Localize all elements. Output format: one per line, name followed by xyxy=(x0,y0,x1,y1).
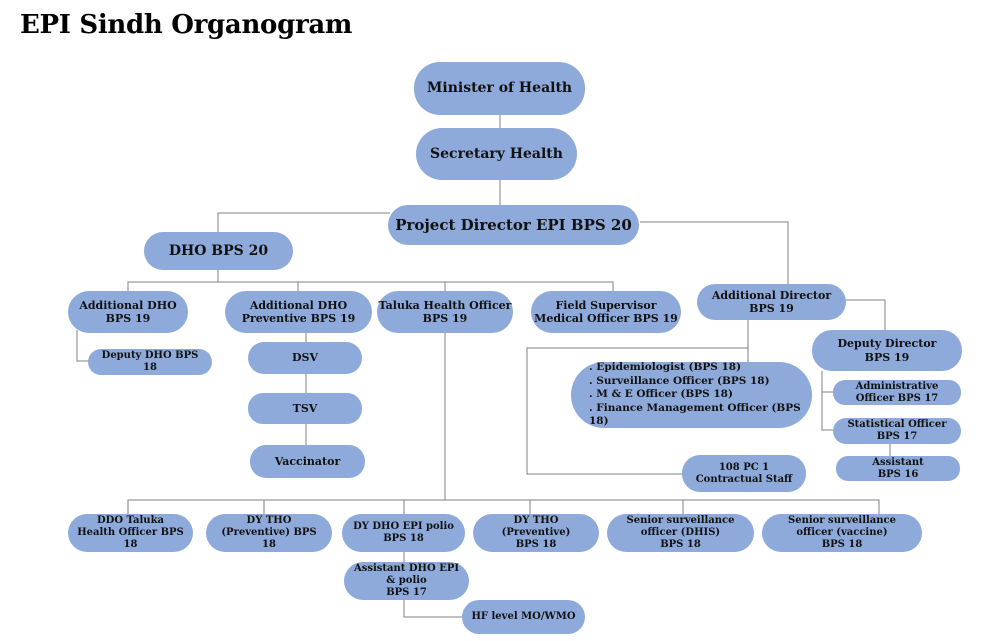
specialist-me-officer: . M & E Officer (BPS 18) xyxy=(589,388,733,401)
tsv-node: TSV xyxy=(248,393,362,424)
specialist-surveillance-officer: . Surveillance Officer (BPS 18) xyxy=(589,374,770,387)
senior-surveillance-vaccine-node: Senior surveillance officer (vaccine) BP… xyxy=(762,514,922,552)
hf-level-node: HF level MO/WMO xyxy=(462,600,585,634)
dy-dho-epi-polio-node: DY DHO EPI polio BPS 18 xyxy=(342,514,465,552)
specialists-list-node: . Epidemiologist (BPS 18) . Surveillance… xyxy=(571,360,812,428)
statistical-officer-node: Statistical Officer BPS 17 xyxy=(833,418,961,444)
specialist-epidemiologist: . Epidemiologist (BPS 18) xyxy=(589,360,742,373)
deputy-director-node: Deputy Director BPS 19 xyxy=(812,330,962,371)
secretary-health-node: Secretary Health xyxy=(416,128,577,180)
field-supervisor-node: Field Supervisor Medical Officer BPS 19 xyxy=(531,291,681,333)
administrative-officer-node: Administrative Officer BPS 17 xyxy=(833,380,961,405)
page-title: EPI Sindh Organogram xyxy=(20,10,353,40)
senior-surveillance-dhis-node: Senior surveillance officer (DHIS) BPS 1… xyxy=(607,514,754,552)
pc1-contractual-staff-node: 108 PC 1 Contractual Staff xyxy=(682,455,806,492)
ddo-taluka-node: DDO Taluka Health Officer BPS 18 xyxy=(68,514,193,552)
dy-tho-preventive-node-b: DY THO (Preventive) BPS 18 xyxy=(473,514,599,552)
deputy-dho-node: Deputy DHO BPS 18 xyxy=(88,349,212,375)
project-director-node: Project Director EPI BPS 20 xyxy=(388,205,639,245)
additional-dho-preventive-node: Additional DHO Preventive BPS 19 xyxy=(225,291,372,333)
dy-tho-preventive-node-a: DY THO (Preventive) BPS 18 xyxy=(206,514,332,552)
dho-node: DHO BPS 20 xyxy=(144,232,293,270)
assistant-dho-epi-node: Assistant DHO EPI & polio BPS 17 xyxy=(344,562,469,600)
additional-director-node: Additional Director BPS 19 xyxy=(697,284,846,320)
taluka-health-officer-node: Taluka Health Officer BPS 19 xyxy=(377,291,513,333)
minister-of-health-node: Minister of Health xyxy=(414,62,585,115)
vaccinator-node: Vaccinator xyxy=(250,445,365,478)
dsv-node: DSV xyxy=(248,342,362,374)
specialist-finance-officer: . Finance Management Officer (BPS 18) xyxy=(589,401,801,428)
assistant-node: Assistant BPS 16 xyxy=(836,456,960,481)
additional-dho-node: Additional DHO BPS 19 xyxy=(68,291,188,333)
